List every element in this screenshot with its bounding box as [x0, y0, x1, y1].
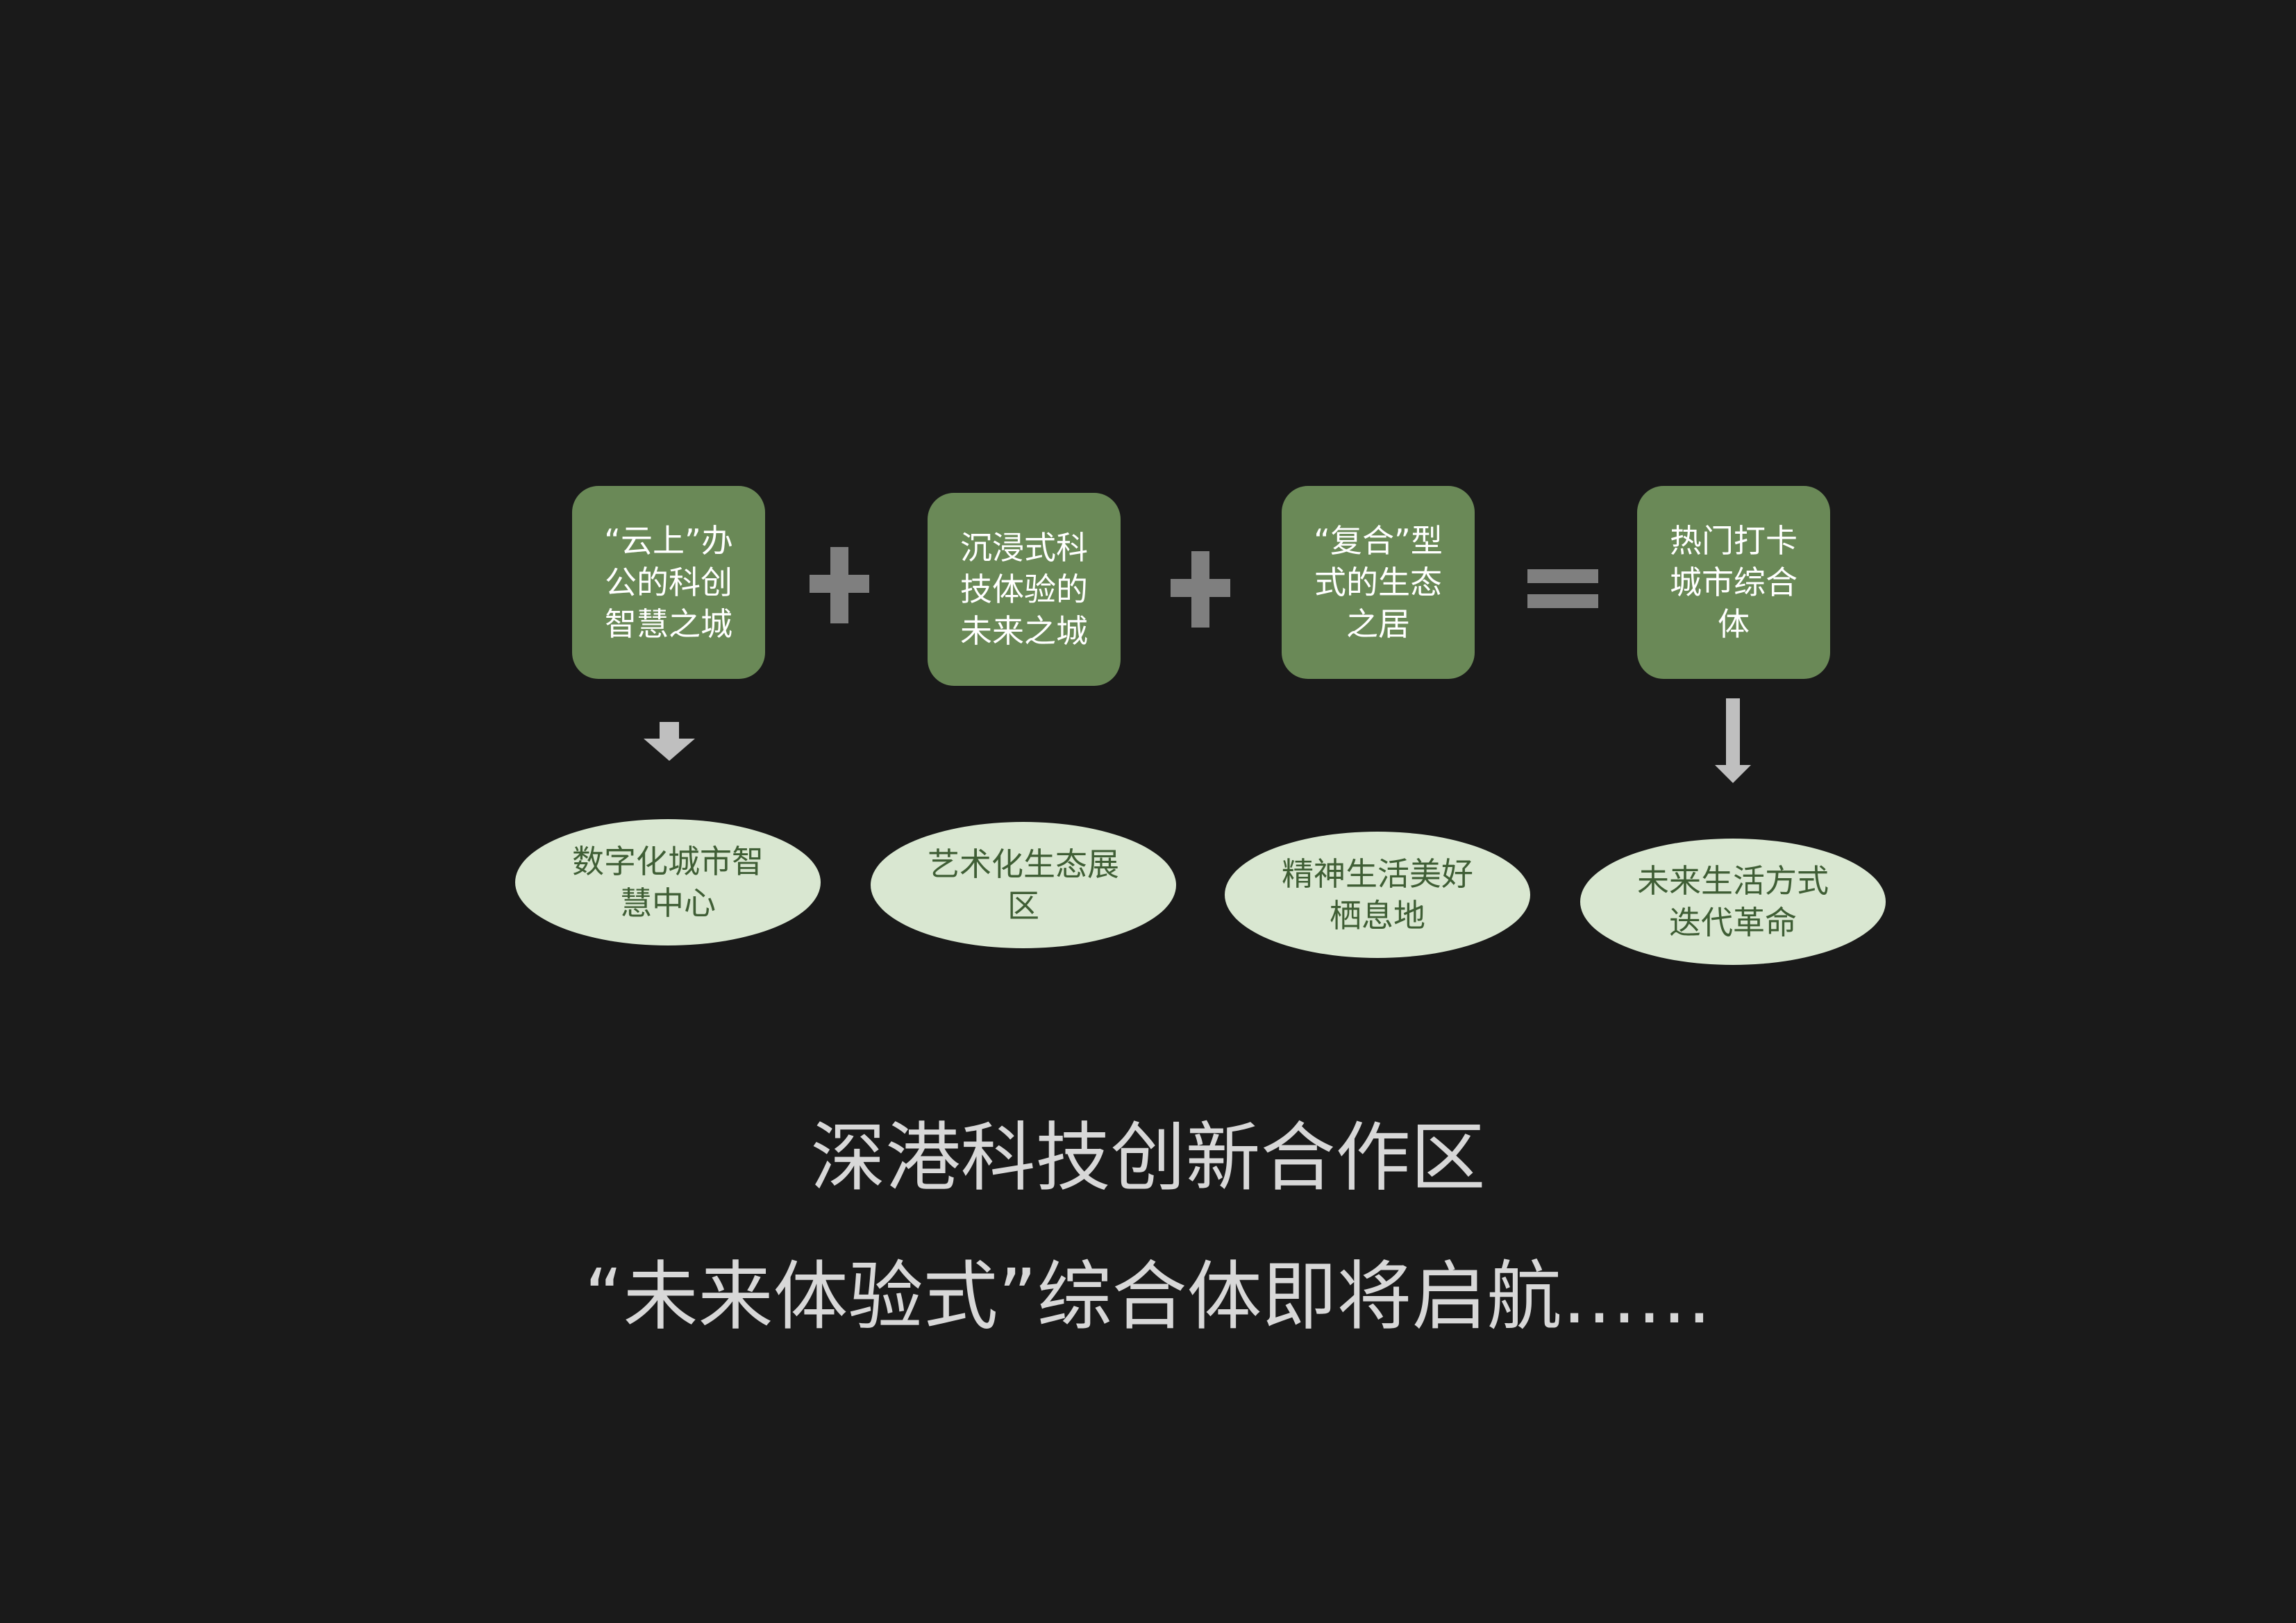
step-box-label: “云上”办 公的科创 智慧之城: [604, 522, 733, 643]
outcome-oval-art-eco: 艺术化生态展 区: [871, 822, 1176, 948]
outcome-oval-spiritual-life: 精神生活美好 栖息地: [1225, 832, 1530, 958]
outcome-oval-digital-city: 数字化城市智 慧中心: [515, 819, 821, 945]
step-box-label: “复合”型 式的生态 之居: [1314, 522, 1443, 643]
step-box-cloud-office: “云上”办 公的科创 智慧之城: [572, 486, 765, 679]
step-box-composite-eco: “复合”型 式的生态 之居: [1282, 486, 1475, 679]
headline-title: 深港科技创新合作区: [810, 1115, 1486, 1202]
step-box-hot-spot-complex: 热门打卡 城市综合 体: [1637, 486, 1830, 679]
down-arrow-icon: [1715, 698, 1751, 783]
step-box-label: 热门打卡 城市综合 体: [1670, 522, 1798, 643]
outcome-label: 艺术化生态展 区: [928, 846, 1119, 925]
outcome-label: 数字化城市智 慧中心: [572, 843, 764, 922]
step-box-label: 沉浸式科 技体验的 未来之城: [960, 529, 1088, 650]
equals-icon: [1527, 569, 1598, 608]
headline-subtitle: “未来体验式”综合体即将启航……: [584, 1254, 1712, 1340]
outcome-label: 未来生活方式 迭代革命: [1637, 862, 1829, 941]
down-arrow-icon: [644, 722, 695, 761]
outcome-label: 精神生活美好 栖息地: [1282, 855, 1473, 934]
plus-icon: [1171, 551, 1230, 628]
plus-icon: [810, 547, 869, 623]
step-box-immersive-tech: 沉浸式科 技体验的 未来之城: [928, 493, 1121, 686]
outcome-oval-future-lifestyle: 未来生活方式 迭代革命: [1580, 839, 1886, 965]
